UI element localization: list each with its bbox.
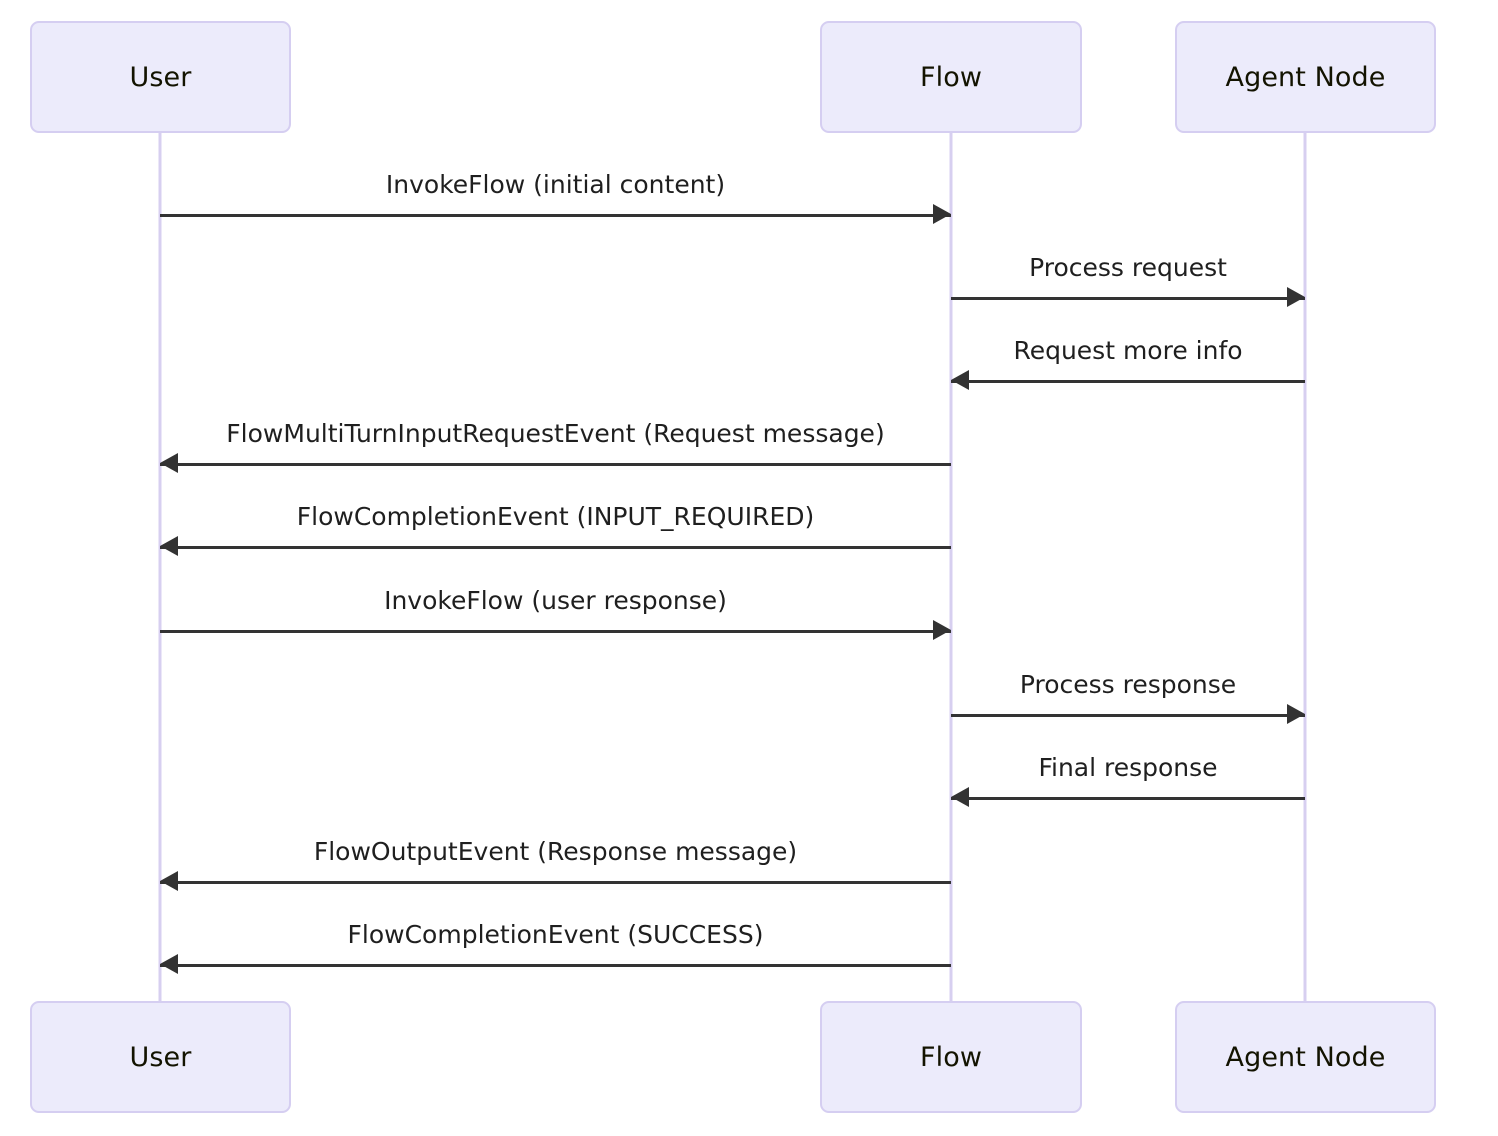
lifeline-user (158, 133, 162, 1001)
participant-box-user-top[interactable]: User (30, 21, 291, 133)
message-arrowhead (1287, 287, 1305, 307)
message-line (160, 964, 951, 967)
participant-label-flow-top: Flow (919, 61, 983, 93)
message-label: FlowOutputEvent (Response message) (313, 837, 798, 866)
message-line (160, 630, 951, 633)
message-label: Request more info (1013, 336, 1243, 365)
message-label: Process response (1019, 670, 1237, 699)
participant-box-agent-top[interactable]: Agent Node (1175, 21, 1436, 133)
lifeline-flow (949, 133, 953, 1001)
lifeline-agent (1303, 133, 1307, 1001)
message-arrowhead (160, 954, 178, 974)
message-label: FlowCompletionEvent (SUCCESS) (347, 920, 764, 949)
message-label: InvokeFlow (initial content) (385, 170, 726, 199)
message-label: Process request (1029, 253, 1227, 282)
participant-label-agent-top: Agent Node (1225, 61, 1386, 93)
participant-label-user-top: User (129, 61, 192, 93)
message-label: FlowMultiTurnInputRequestEvent (Request … (226, 419, 885, 448)
participant-label-user-bottom: User (129, 1041, 192, 1073)
message-line (951, 797, 1305, 800)
message-arrowhead (933, 620, 951, 640)
message-label: Final response (1038, 753, 1218, 782)
message-arrowhead (160, 536, 178, 556)
message-line (951, 714, 1305, 717)
message-arrowhead (160, 871, 178, 891)
message-line (160, 546, 951, 549)
message-line (951, 297, 1305, 300)
message-label: InvokeFlow (user response) (384, 586, 727, 615)
participant-box-agent-bottom[interactable]: Agent Node (1175, 1001, 1436, 1113)
message-arrowhead (951, 370, 969, 390)
participant-box-flow-bottom[interactable]: Flow (820, 1001, 1082, 1113)
message-arrowhead (160, 453, 178, 473)
message-arrowhead (933, 204, 951, 224)
participant-box-flow-top[interactable]: Flow (820, 21, 1082, 133)
message-arrowhead (1287, 704, 1305, 724)
participant-box-user-bottom[interactable]: User (30, 1001, 291, 1113)
participant-label-flow-bottom: Flow (919, 1041, 983, 1073)
message-line (160, 463, 951, 466)
message-arrowhead (951, 787, 969, 807)
message-label: FlowCompletionEvent (INPUT_REQUIRED) (296, 502, 815, 531)
message-line (951, 380, 1305, 383)
message-line (160, 214, 951, 217)
message-line (160, 881, 951, 884)
participant-label-agent-bottom: Agent Node (1225, 1041, 1386, 1073)
